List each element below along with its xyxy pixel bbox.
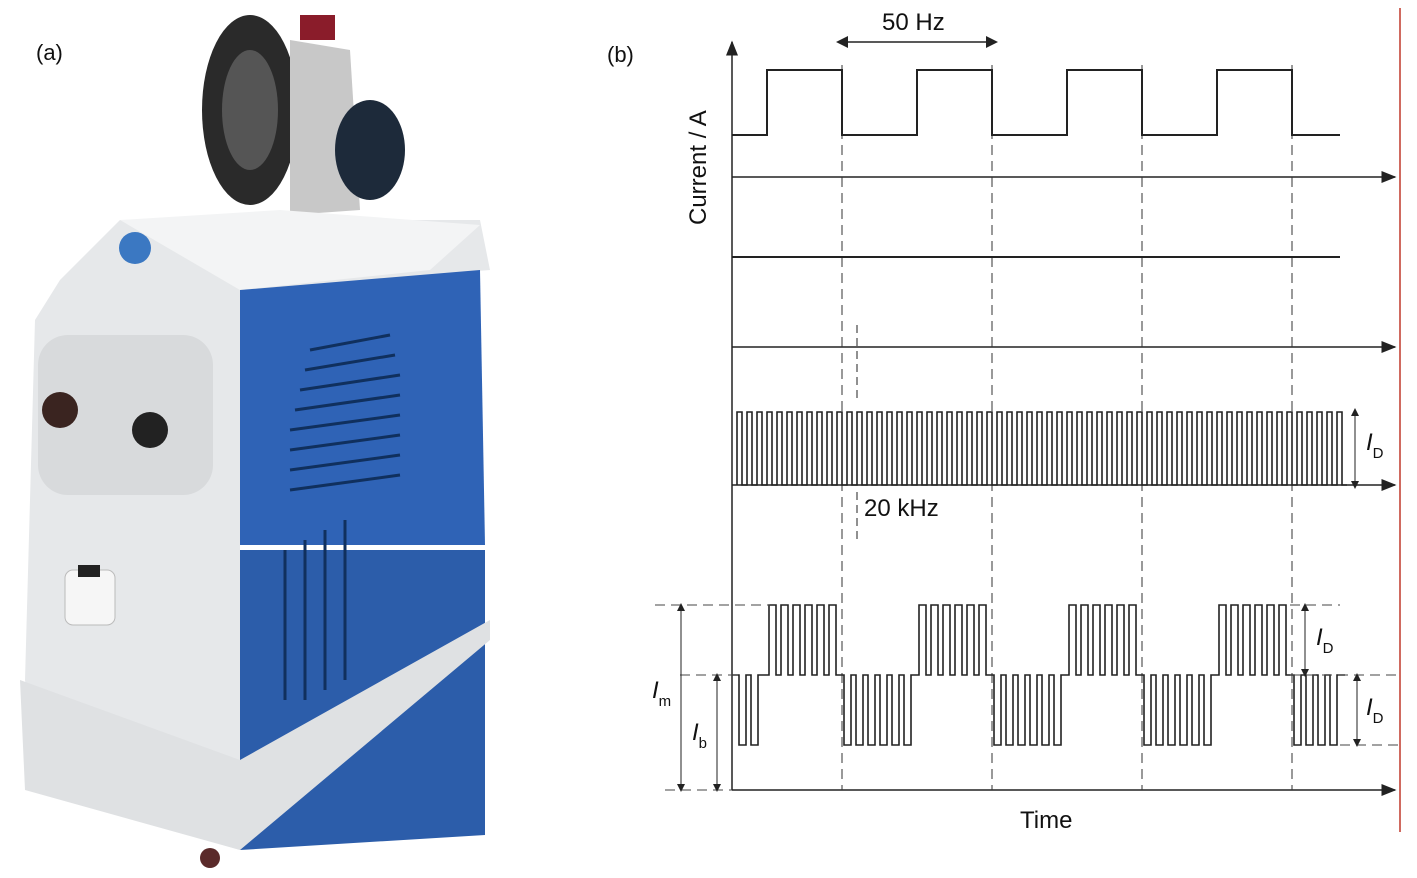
square-wave-50hz bbox=[732, 69, 1340, 136]
waveform-diagram: (b) Current / A Time 50 Hz 20 kHz ID Im bbox=[607, 8, 1401, 834]
x-axis-label: Time bbox=[1020, 807, 1072, 834]
id-label-lower: ID bbox=[1366, 694, 1384, 727]
front-panel bbox=[38, 335, 213, 495]
logo-badge bbox=[119, 232, 151, 264]
output-socket bbox=[42, 392, 78, 428]
panel-b-label: (b) bbox=[607, 42, 634, 67]
output-socket bbox=[132, 412, 168, 448]
im-label: Im bbox=[652, 677, 671, 710]
freq-20khz-label: 20 kHz bbox=[864, 495, 939, 522]
composite-wave bbox=[732, 604, 1345, 746]
blue-panel-upper bbox=[240, 270, 485, 545]
caster-wheel bbox=[200, 848, 220, 868]
freq-50hz-label: 50 Hz bbox=[882, 9, 945, 36]
ib-label: Ib bbox=[692, 719, 707, 752]
panel-a-label: (a) bbox=[36, 40, 63, 65]
welding-machine-photo: (a) bbox=[20, 15, 490, 868]
id-label-upper: ID bbox=[1316, 624, 1334, 657]
y-axis-label: Current / A bbox=[685, 110, 712, 225]
pulse-wave-20khz bbox=[736, 411, 1347, 486]
period-dashed-lines bbox=[841, 65, 1293, 790]
id-label: ID bbox=[1366, 429, 1384, 462]
